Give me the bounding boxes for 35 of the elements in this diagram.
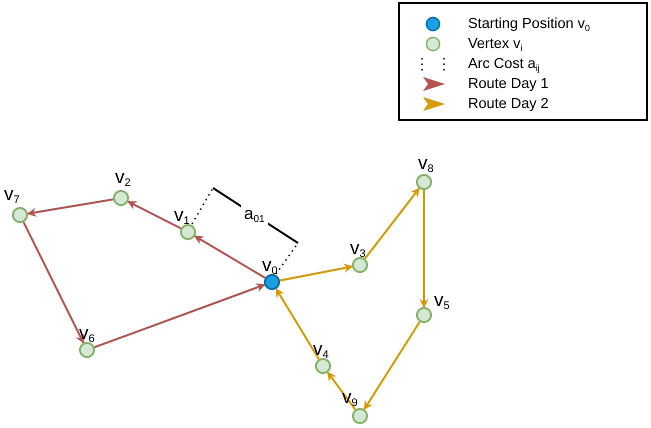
legend-text: Route Day 2: [468, 96, 549, 112]
arrow: [27, 198, 114, 217]
vertex-label: v$_{5}$: [434, 291, 450, 312]
legend-text: Route Day 1: [468, 76, 549, 92]
vertex: [416, 307, 432, 323]
arrow: [22, 222, 84, 344]
vertex-label: v$_{6}$: [79, 324, 95, 345]
vertex: [416, 174, 432, 190]
arrow: [127, 200, 182, 230]
vertex-label: v$_{3}$: [350, 239, 366, 260]
vertex-label: v$_{0}$: [262, 256, 278, 277]
arrow: [280, 264, 354, 282]
vertex-label: v$_{7}$: [4, 185, 20, 206]
arrow: [194, 235, 266, 279]
vertex: [79, 342, 95, 358]
legend-text: Arc Cost a$_{ij}$: [468, 56, 540, 72]
vertex: [352, 408, 368, 424]
arrow: [275, 288, 320, 360]
arrow: [363, 321, 421, 410]
vertex: [113, 190, 129, 206]
vertex: [352, 257, 368, 273]
start-vertex: [264, 274, 280, 290]
arc-cost-label: a$_{01}$: [241, 205, 268, 225]
vertex-label: v$_{2}$: [115, 168, 131, 189]
vertex: [180, 224, 196, 240]
legend-text: Starting Position v$_{0}$: [468, 16, 590, 32]
vertex-label: v$_{1}$: [174, 206, 190, 227]
arrow: [94, 283, 266, 348]
legend-text: Vertex v$_{i}$: [468, 36, 522, 52]
vertex: [315, 358, 331, 374]
vertex-label: v$_{4}$: [313, 340, 329, 361]
arrow: [364, 188, 420, 260]
vertex: [12, 207, 28, 223]
arrow: [420, 190, 428, 308]
vertex-label: v$_{8}$: [418, 154, 434, 175]
